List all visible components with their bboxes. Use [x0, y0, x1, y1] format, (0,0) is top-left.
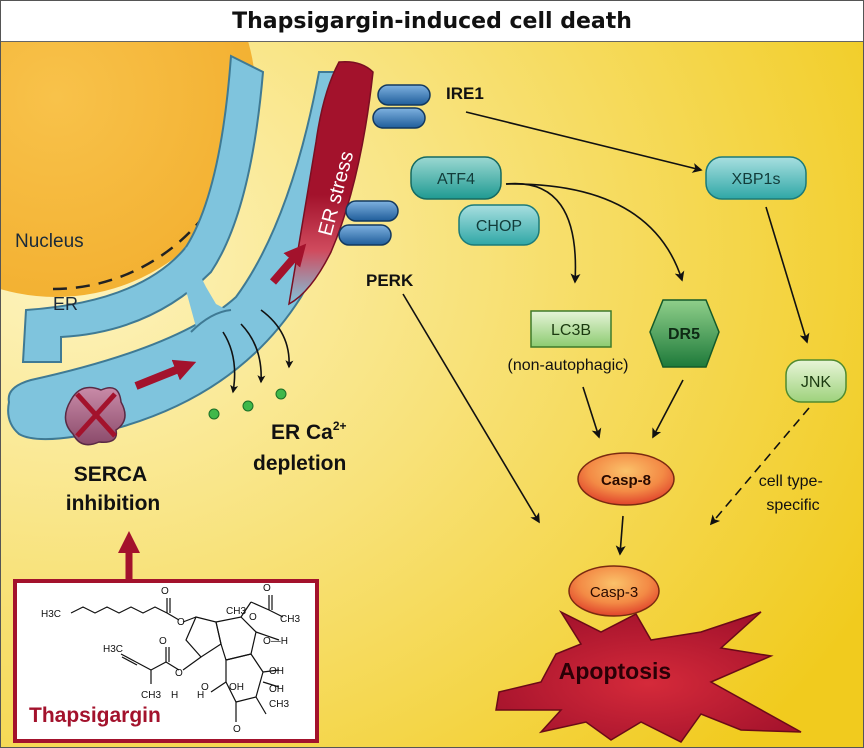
- svg-text:CH3: CH3: [141, 690, 161, 701]
- svg-text:O—H: O—H: [263, 636, 288, 647]
- svg-text:CH3: CH3: [226, 606, 246, 617]
- thapsigargin-label: Thapsigargin: [29, 704, 161, 727]
- apoptotic-cell: [495, 610, 802, 743]
- svg-text:H3C: H3C: [103, 644, 123, 655]
- svg-text:O: O: [263, 583, 271, 594]
- ire1-label: IRE1: [446, 84, 484, 103]
- svg-text:CH3: CH3: [280, 614, 300, 625]
- svg-text:H3C: H3C: [41, 609, 61, 620]
- jnk-label: JNK: [801, 374, 832, 391]
- svg-text:H: H: [171, 690, 178, 701]
- svg-text:O: O: [201, 682, 209, 693]
- dr5-label: DR5: [668, 326, 700, 343]
- arrow-jnk-apoptosis: [709, 407, 810, 526]
- arrow-ire1-xbp1s: [465, 111, 703, 173]
- node-casp8: [577, 452, 675, 506]
- pathway-diagram: Nucleus ER ER stress IRE1 PERK: [1, 42, 863, 747]
- node-dr5: [649, 299, 720, 368]
- node-jnk: [785, 359, 847, 403]
- nuclear-envelope: [52, 76, 248, 291]
- svg-text:OH: OH: [269, 666, 284, 677]
- node-chop: [458, 204, 540, 246]
- svg-text:O: O: [159, 636, 167, 647]
- calcium-ions: [208, 388, 287, 420]
- thapsigargin-atom-labels: H3C O O O CH3 CH3 O O—H OH OH OH O O H3C…: [41, 583, 300, 735]
- node-xbp1s: [705, 156, 807, 200]
- cell-type-specific-label: cell type- specific: [759, 473, 827, 514]
- apoptosis-label: Apoptosis: [559, 658, 671, 684]
- arrow-atf4-dr5: [505, 183, 685, 282]
- svg-text:O: O: [233, 724, 241, 735]
- figure-title: Thapsigargin-induced cell death: [1, 1, 863, 42]
- thapsigargin-structure: [70, 595, 284, 722]
- node-casp3: [568, 565, 660, 617]
- svg-text:O: O: [177, 617, 185, 628]
- er-flow-arrow-1: [134, 359, 197, 390]
- node-atf4: [410, 156, 502, 200]
- xbp1s-label: XBP1s: [732, 171, 781, 188]
- svg-text:O: O: [249, 612, 257, 623]
- svg-text:OH: OH: [229, 682, 244, 693]
- nucleus: [1, 42, 256, 297]
- nucleus-label: Nucleus: [15, 231, 84, 252]
- svg-text:OH: OH: [269, 684, 284, 695]
- lc3b-label: LC3B: [551, 322, 591, 339]
- node-lc3b: [530, 310, 612, 348]
- perk-receptor: [338, 200, 399, 246]
- arrow-xbp1s-jnk: [765, 206, 810, 344]
- serca-pump: [64, 386, 126, 446]
- svg-text:O: O: [161, 586, 169, 597]
- arrow-perk-apoptosis: [402, 293, 540, 524]
- arrow-lc3b-casp8: [582, 386, 602, 439]
- casp8-label: Casp-8: [601, 472, 651, 489]
- er-label: ER: [53, 294, 78, 314]
- pathway-arrows: [402, 111, 810, 556]
- arrow-casp8-casp3: [615, 515, 626, 556]
- atf4-label: ATF4: [437, 171, 475, 188]
- svg-text:CH3: CH3: [269, 699, 289, 710]
- serca-label: SERCA inhibition: [66, 463, 160, 515]
- ire1-receptor: [372, 84, 431, 129]
- er-flow-arrow-2: [269, 243, 307, 285]
- svg-text:H: H: [197, 690, 204, 701]
- non-autophagic-label: (non-autophagic): [508, 357, 629, 374]
- chop-label: CHOP: [476, 218, 522, 235]
- svg-text:O: O: [175, 668, 183, 679]
- er-stress-region: [288, 60, 374, 306]
- calcium-efflux-arrows: [222, 309, 294, 394]
- er-ca-label: ER Ca2+ depletion: [253, 412, 352, 475]
- casp3-label: Casp-3: [590, 584, 638, 601]
- arrow-dr5-casp8: [652, 379, 684, 439]
- perk-label: PERK: [366, 271, 414, 290]
